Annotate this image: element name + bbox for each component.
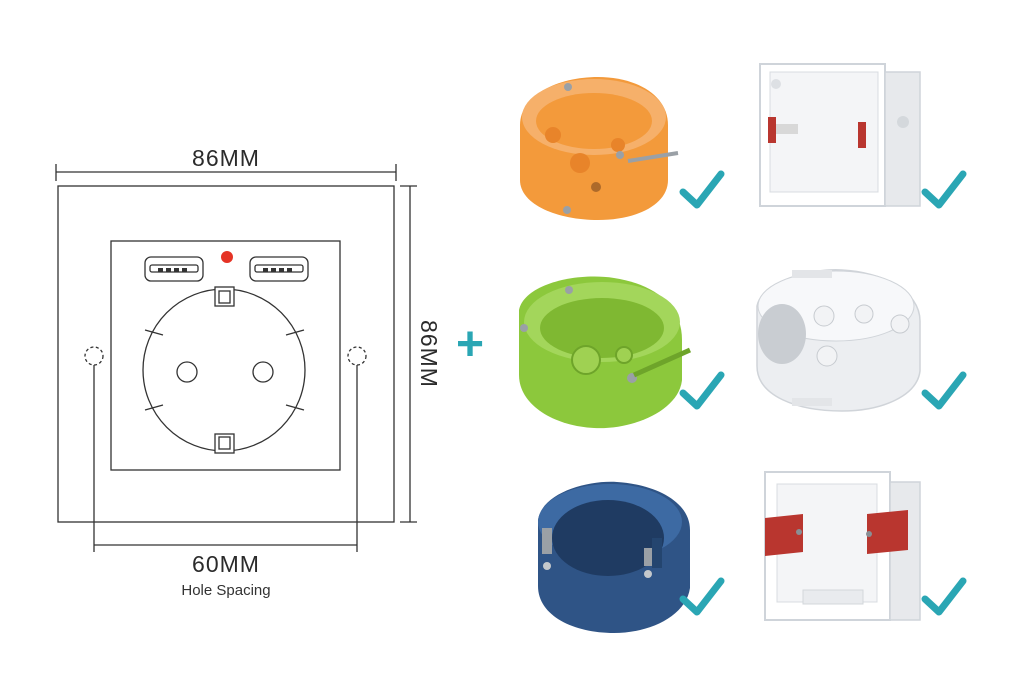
box-white-round: [756, 269, 921, 412]
box-orange-round: [520, 77, 679, 220]
height-label: 86MM: [416, 320, 442, 388]
mount-hole-left: [84, 346, 104, 366]
hole-spacing-value: 60MM: [192, 551, 260, 577]
pin-hole-left: [176, 361, 198, 383]
check-icon: [679, 170, 725, 209]
box-green-round: [519, 276, 692, 429]
inner-plate: [110, 240, 341, 471]
check-icon: [921, 170, 967, 209]
usb-port-right: [249, 256, 309, 282]
check-icon: [921, 371, 967, 410]
mount-hole-right: [347, 346, 367, 366]
check-icon: [921, 577, 967, 616]
box-blue-round: [538, 481, 690, 633]
led-indicator: [221, 251, 233, 263]
pin-hole-right: [252, 361, 274, 383]
outer-frame: [57, 185, 395, 523]
box-white-square: [759, 63, 921, 207]
width-label: 86MM: [192, 145, 260, 171]
hole-spacing-caption: Hole Spacing: [181, 582, 270, 599]
box-white-red-square: [764, 471, 921, 621]
plus-icon: +: [456, 318, 484, 371]
check-icon: [679, 577, 725, 616]
schuko-socket: [142, 286, 306, 454]
usb-port-left: [144, 256, 204, 282]
check-icon: [679, 371, 725, 410]
socket-drawing: [55, 164, 417, 552]
